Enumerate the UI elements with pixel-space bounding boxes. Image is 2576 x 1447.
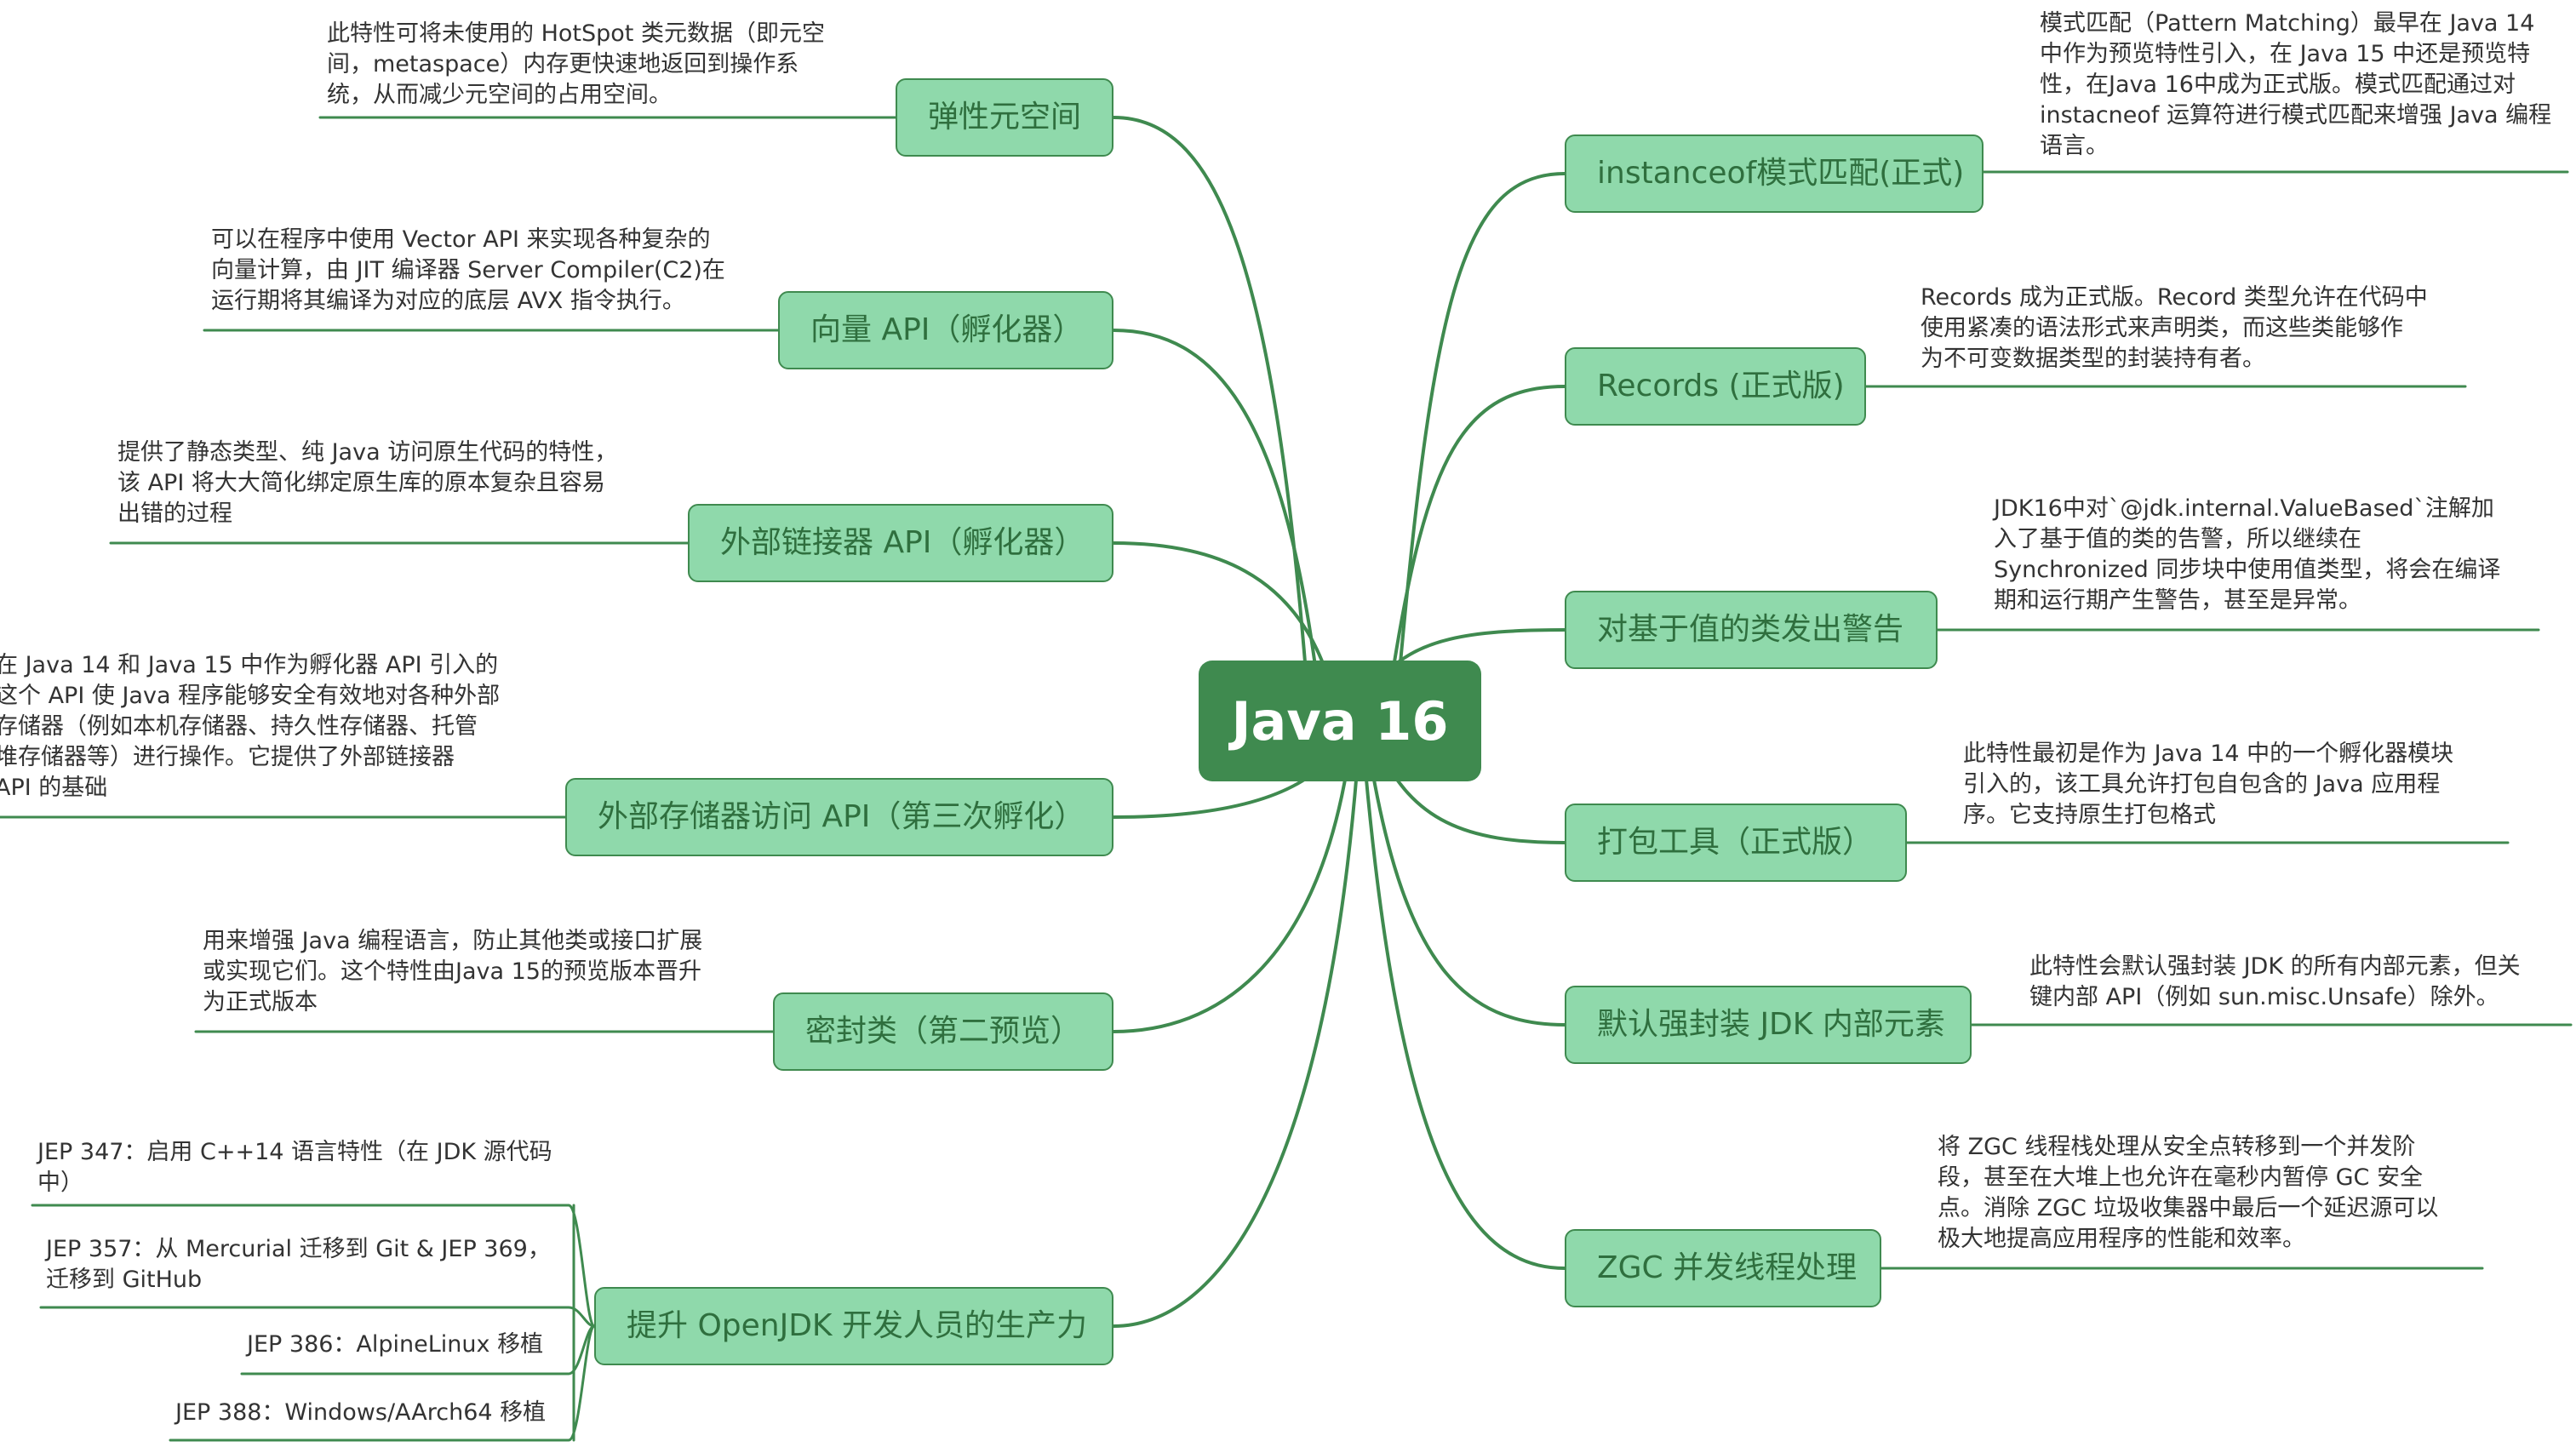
note-right-2: JDK16中对`@jdk.internal.ValueBased`注解加 入了基… — [1994, 495, 2501, 614]
topic-left-1[interactable]: 向量 API（孵化器） — [778, 291, 1113, 369]
topic-right-4[interactable]: 默认强封装 JDK 内部元素 — [1565, 986, 1972, 1064]
note-right-1: Records 成为正式版。Record 类型允许在代码中 使用紧凑的语法形式来… — [1921, 284, 2428, 372]
note-left-3: 在 Java 14 和 Java 15 中作为孵化器 API 引入的 这个 AP… — [0, 652, 501, 801]
branch-line-left-2 — [1112, 541, 1328, 674]
subtopic-1[interactable]: JEP 357：从 Mercurial 迁移到 Git & JEP 369， 迁… — [46, 1236, 551, 1293]
note-left-0: 此特性可将未使用的 HotSpot 类元数据（即元空 间，metaspace）内… — [327, 20, 825, 108]
note-right-0: 模式匹配（Pattern Matching）最早在 Java 14 中作为预览特… — [2040, 10, 2552, 159]
child-line-3 — [169, 1324, 596, 1442]
note-left-4: 用来增强 Java 编程语言，防止其他类或接口扩展 或实现它们。这个特性由Jav… — [203, 928, 703, 1015]
subtopic-2[interactable]: JEP 386：AlpineLinux 移植 — [247, 1331, 544, 1358]
branch-line-right-5 — [1364, 769, 1566, 1270]
topic-left-5[interactable]: 提升 OpenJDK 开发人员的生产力 — [594, 1287, 1113, 1365]
topic-right-2[interactable]: 对基于值的类发出警告 — [1565, 591, 1938, 669]
branch-line-right-1 — [1391, 385, 1566, 674]
topic-right-0[interactable]: instanceof模式匹配(正式) — [1565, 134, 1984, 213]
child-line-0 — [31, 1204, 596, 1328]
topic-left-2[interactable]: 外部链接器 API（孵化器） — [688, 504, 1113, 582]
child-line-1 — [39, 1306, 596, 1328]
note-left-1: 可以在程序中使用 Vector API 来实现各种复杂的 向量计算，由 JIT … — [211, 226, 725, 314]
subtopic-3[interactable]: JEP 388：Windows/AArch64 移植 — [175, 1399, 547, 1426]
central-topic[interactable]: Java 16 — [1199, 661, 1481, 781]
branch-line-right-4 — [1371, 769, 1566, 1027]
topic-right-5[interactable]: ZGC 并发线程处理 — [1565, 1229, 1881, 1307]
topic-left-3[interactable]: 外部存储器访问 API（第三次孵化） — [565, 778, 1113, 856]
branch-line-left-0 — [1112, 116, 1308, 674]
note-right-3: 此特性最初是作为 Java 14 中的一个孵化器模块 引入的，该工具允许打包自包… — [1963, 741, 2454, 828]
topic-left-4[interactable]: 密封类（第二预览） — [773, 992, 1113, 1071]
topic-right-1[interactable]: Records (正式版) — [1565, 347, 1866, 426]
topic-left-0[interactable]: 弹性元空间 — [896, 78, 1113, 157]
topic-right-3[interactable]: 打包工具（正式版） — [1565, 804, 1907, 882]
branch-line-left-4 — [1112, 769, 1348, 1033]
branch-line-right-0 — [1398, 172, 1566, 674]
subtopic-0[interactable]: JEP 347：启用 C++14 语言特性（在 JDK 源代码 中） — [37, 1139, 552, 1196]
branch-line-left-1 — [1112, 329, 1318, 674]
note-right-5: 将 ZGC 线程栈处理从安全点转移到一个并发阶 段，甚至在大堆上也允许在毫秒内暂… — [1938, 1134, 2439, 1252]
note-right-4: 此特性会默认强封装 JDK 的所有内部元素，但关 键内部 API（例如 sun.… — [2029, 953, 2521, 1010]
branch-line-left-5 — [1112, 769, 1359, 1328]
note-left-2: 提供了静态类型、纯 Java 访问原生代码的特性， 该 API 将大大简化绑定原… — [117, 439, 618, 527]
